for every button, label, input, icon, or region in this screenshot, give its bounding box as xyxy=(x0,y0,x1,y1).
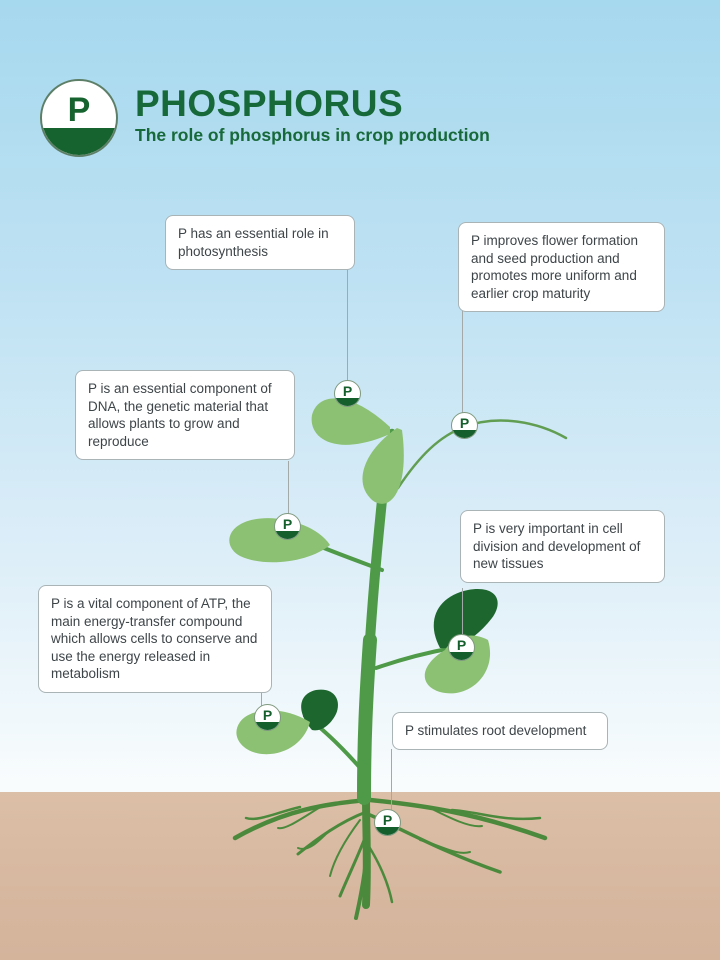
connector-flower-formation xyxy=(462,309,463,414)
callout-photosynthesis: P has an essential role in photosynthesi… xyxy=(165,215,355,271)
page-title: PHOSPHORUS xyxy=(135,83,404,124)
left-middle-leaf xyxy=(229,518,330,563)
badge-letter: P xyxy=(67,90,91,129)
callout-flower-formation: P improves flower formation and seed pro… xyxy=(458,222,665,313)
phosphorus-badge-icon: P xyxy=(40,79,118,157)
connector-atp xyxy=(261,691,262,706)
right-dark-leaf xyxy=(433,589,498,649)
lower-dark-leaf xyxy=(301,689,338,731)
callout-dna: P is an essential component of DNA, the … xyxy=(75,370,295,461)
arc-stem xyxy=(396,419,568,490)
top-middle-leaf xyxy=(362,428,404,504)
page-subtitle: The role of phosphorus in crop productio… xyxy=(135,125,490,145)
p-marker-flower-formation-icon: P xyxy=(451,412,478,439)
connector-dna xyxy=(288,461,289,515)
callout-cell-division: P is very important in cell division and… xyxy=(460,510,665,583)
p-marker-photosynthesis-icon: P xyxy=(334,380,361,407)
connector-cell-division xyxy=(462,588,463,636)
roots xyxy=(232,791,548,920)
callout-atp: P is a vital component of ATP, the main … xyxy=(38,585,272,693)
callout-root-development: P stimulates root development xyxy=(392,712,608,750)
p-marker-root-development-icon: P xyxy=(374,809,401,836)
badge-bottom-half xyxy=(42,128,116,155)
p-marker-dna-icon: P xyxy=(274,513,301,540)
connector-root-development xyxy=(391,749,392,811)
connector-photosynthesis xyxy=(347,266,348,382)
top-left-leaf xyxy=(311,398,390,445)
title-block: PHOSPHORUS The role of phosphorus in cro… xyxy=(135,79,490,146)
header: P PHOSPHORUS The role of phosphorus in c… xyxy=(40,79,490,157)
p-marker-atp-icon: P xyxy=(254,704,281,731)
p-marker-cell-division-icon: P xyxy=(448,634,475,661)
